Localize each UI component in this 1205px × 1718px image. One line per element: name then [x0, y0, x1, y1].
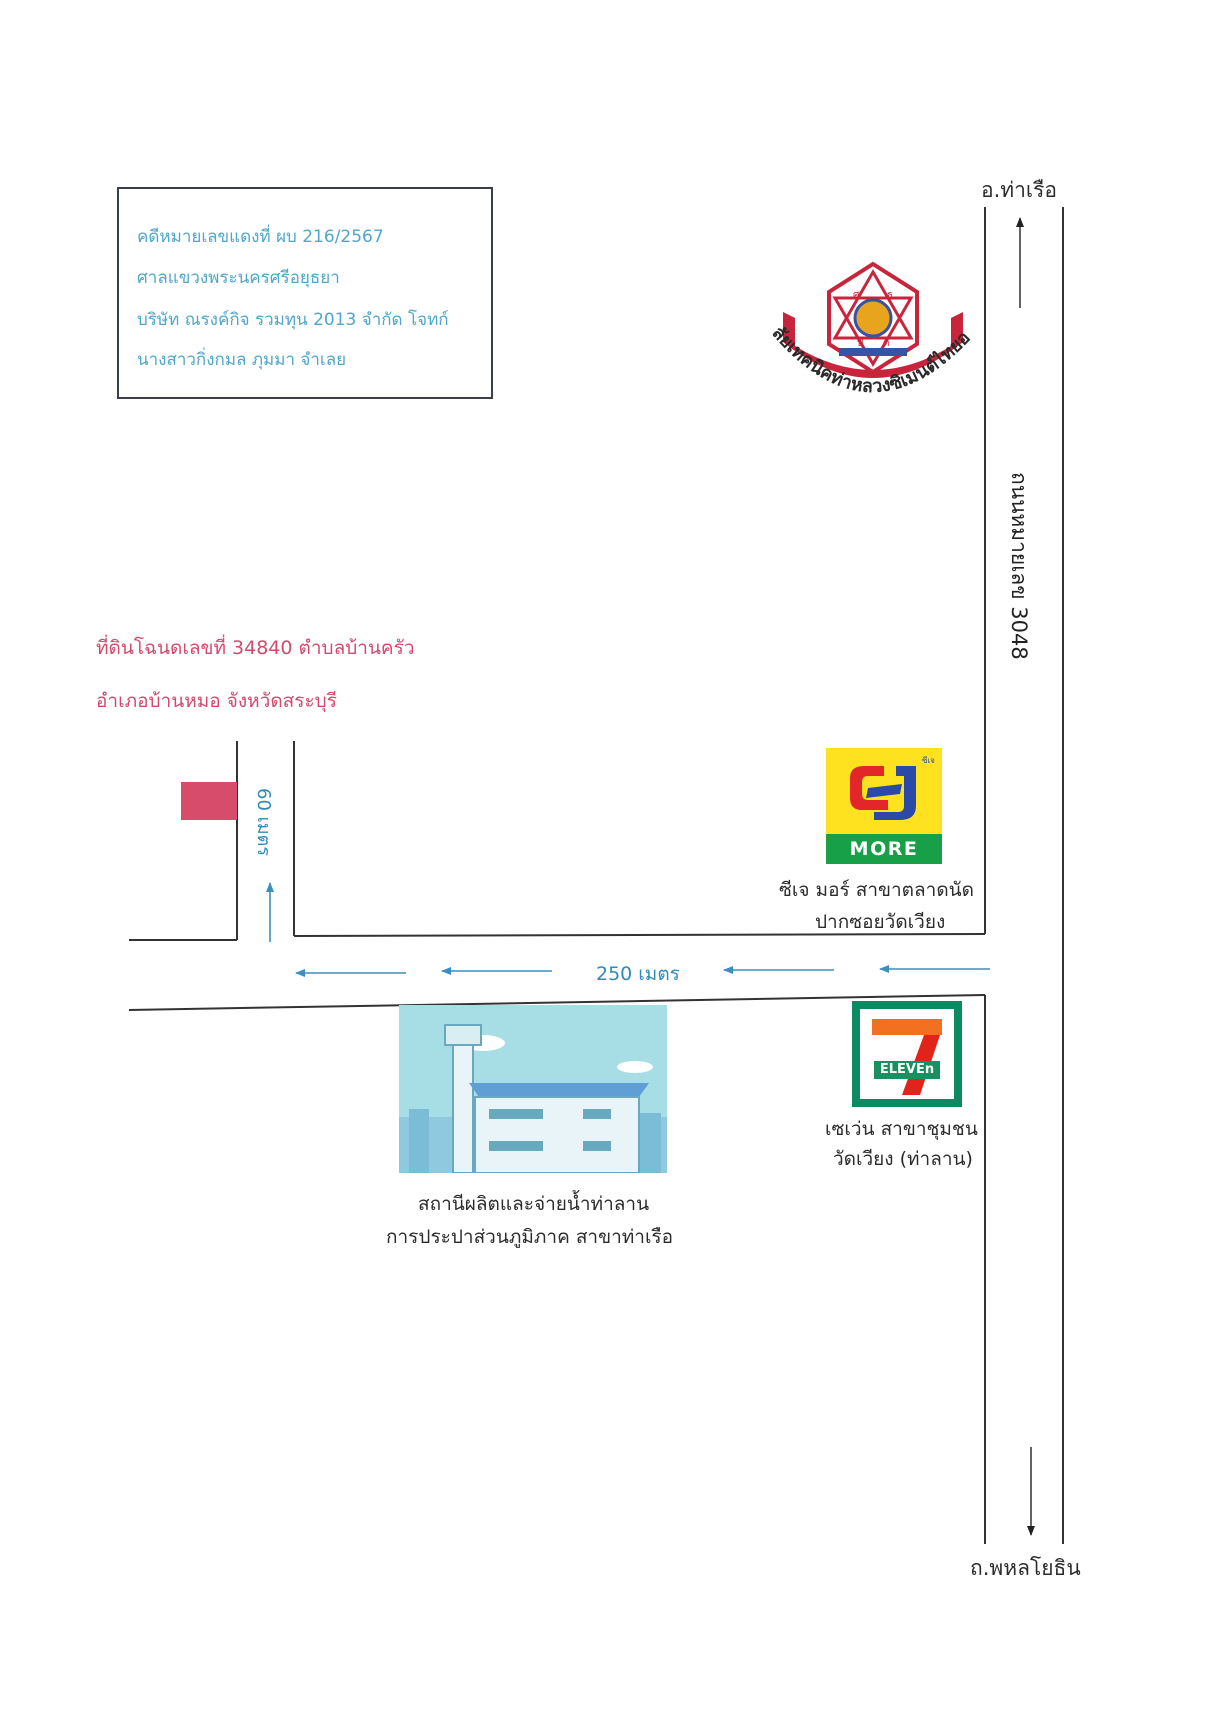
seven-branch-line2: วัดเวียง (ท่าลาน)	[833, 1148, 973, 1170]
seal-letter-1: ศ	[853, 290, 860, 301]
cj-symbol-icon	[850, 766, 916, 820]
water-station-line1: สถานีผลิตและจ่ายน้ำท่าลาน	[418, 1193, 650, 1215]
land-deed-line1: ที่ดินโฉนดเลขที่ 34840 ตำบลบ้านครัว	[96, 637, 415, 659]
land-deed-line2: อำเภอบ้านหมอ จังหวัดสระบุรี	[96, 690, 337, 712]
cj-branch-line2: ปากซอยวัดเวียง	[815, 911, 946, 933]
small-soi	[236, 741, 295, 940]
cj-more-label: MORE	[826, 834, 942, 864]
highway-label: ถนนหมายเลข 3048	[1007, 472, 1031, 660]
defendant: นางสาวกิ่งกมล ภุมมา จำเลย	[137, 350, 347, 370]
seven-eleven-logo: ELEVEn	[852, 1001, 962, 1107]
main-side-road	[128, 933, 986, 1011]
direction-arrows	[266, 882, 990, 977]
seven-icon	[872, 1019, 942, 1095]
water-station-image	[399, 1005, 667, 1173]
case-number: คดีหมายเลขแดงที่ ผบ 216/2567	[137, 227, 384, 247]
seven-branch-line1: เซเว่น สาขาชุมชน	[825, 1118, 978, 1140]
eleven-label: ELEVEn	[874, 1061, 940, 1079]
north-destination: อ.ท่าเรือ	[981, 178, 1057, 202]
court-name: ศาลแขวงพระนครศรีอยุธยา	[137, 268, 340, 288]
side-distance-label: 60 เมตร	[253, 788, 274, 856]
seal-letter-4: ดี	[883, 337, 890, 349]
seal-letter-3: ป	[857, 338, 863, 349]
south-destination: ถ.พหลโยธิน	[970, 1556, 1081, 1580]
highway-arrows	[1016, 217, 1035, 1536]
cj-small-text: ซีเจ	[922, 756, 935, 765]
land-marker	[181, 782, 237, 820]
highway-3048	[984, 207, 1064, 1544]
water-station-line2: การประปาส่วนภูมิภาค สาขาท่าเรือ	[386, 1226, 674, 1248]
seal-letter-2: ธ	[887, 290, 893, 301]
cj-branch-line1: ซีเจ มอร์ สาขาตลาดนัด	[779, 879, 974, 901]
cj-more-logo: ซีเจ MORE	[826, 748, 942, 864]
plaintiff: บริษัท ณรงค์กิจ รวมทุน 2013 จำกัด โจทก์	[137, 310, 449, 330]
case-info-box: คดีหมายเลขแดงที่ ผบ 216/2567 ศาลแขวงพระน…	[117, 187, 493, 399]
main-distance-label: 250 เมตร	[596, 963, 680, 985]
college-seal: ศ ธ ป ดี	[783, 261, 963, 378]
